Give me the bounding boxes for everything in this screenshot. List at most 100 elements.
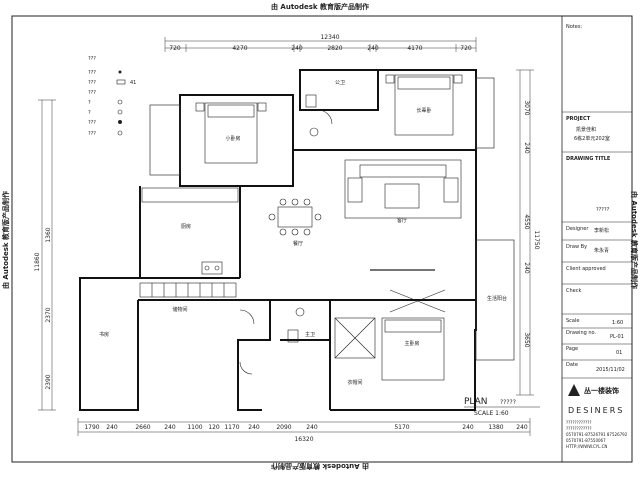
coffee-table bbox=[384, 183, 420, 209]
legend-row-4: ??? bbox=[88, 90, 96, 96]
dim-right-4: 240 bbox=[523, 262, 530, 274]
dim-right-1: 3070 bbox=[523, 100, 530, 115]
tb-drawing-no-label: Drawing no. bbox=[566, 330, 597, 336]
dim-bottom-10: 240 bbox=[306, 424, 318, 431]
kitchen-stove bbox=[201, 261, 223, 275]
dim-bottom-4: 240 bbox=[164, 424, 176, 431]
room-balcony: 生活阳台 bbox=[487, 295, 507, 302]
dim-top-4: 2820 bbox=[327, 45, 342, 52]
dining-table bbox=[277, 206, 313, 228]
top-bathroom-basin bbox=[309, 127, 319, 137]
tb-page-label: Page bbox=[566, 346, 578, 352]
top-dimensions bbox=[164, 37, 477, 52]
room-kitchen: 厨房 bbox=[181, 223, 191, 230]
watermark-top: 由 Autodesk 教育版产品制作 bbox=[271, 2, 369, 11]
dim-top-5: 240 bbox=[367, 45, 379, 52]
dim-left-2: 2370 bbox=[45, 307, 52, 322]
room-study: 书房 bbox=[99, 331, 109, 338]
door-swing bbox=[317, 109, 333, 125]
legend-lamp-icon bbox=[118, 120, 122, 124]
tb-brand: DESINERS bbox=[568, 406, 624, 415]
dim-right-3: 4550 bbox=[523, 214, 530, 229]
tb-drawing-title-label: DRAWING TITLE bbox=[566, 156, 611, 162]
dim-bottom-8: 240 bbox=[248, 424, 260, 431]
room-top-bathroom: 公卫 bbox=[335, 80, 345, 86]
tb-designer: 李新松 bbox=[594, 227, 609, 234]
legend-switch-icon bbox=[117, 99, 123, 105]
tb-drawing-no: PL-01 bbox=[610, 334, 624, 340]
tb-designer-label: Designer bbox=[566, 226, 589, 232]
legend-row-2: ??? bbox=[88, 70, 96, 76]
room-small-bedroom: 小卧房 bbox=[225, 135, 240, 142]
dim-top-3: 240 bbox=[291, 45, 303, 52]
dim-top-2: 4270 bbox=[232, 45, 247, 52]
tb-scale: 1:60 bbox=[612, 320, 623, 326]
title-block: Notes: PROJECT 凯景佳和 6栋2单元202室 DRAWING TI… bbox=[562, 24, 632, 449]
dim-bottom-11: 5170 bbox=[394, 424, 409, 431]
bottom-total-dimension: 16320 bbox=[294, 436, 313, 443]
tb-contact-3: 0570791-87526791 87526792 bbox=[566, 432, 628, 437]
legend-row-7: ??? bbox=[88, 120, 96, 126]
kitchen-counter bbox=[141, 187, 239, 203]
tb-notes: Notes: bbox=[566, 24, 582, 30]
master-bath-basin bbox=[295, 307, 305, 317]
legend-row-6: ? bbox=[88, 110, 91, 116]
dim-bottom-12: 240 bbox=[462, 424, 474, 431]
tb-page: 01 bbox=[616, 350, 622, 356]
room-labels: 小卧房 长辈卧 公卫 厨房 餐厅 客厅 储物间 书房 主卫 主卧房 衣帽间 生活… bbox=[99, 80, 507, 386]
right-total-dimension: 11750 bbox=[533, 230, 540, 249]
tb-scale-label: Scale bbox=[566, 318, 579, 324]
right-dimensions bbox=[516, 69, 534, 396]
legend-extra: 41 bbox=[130, 80, 136, 86]
living-sofa bbox=[344, 159, 462, 219]
dim-bottom-6: 120 bbox=[208, 424, 220, 431]
legend-light-icon bbox=[117, 109, 123, 115]
dim-top-7: 720 bbox=[460, 45, 472, 52]
tb-drawn-label: Draw By bbox=[566, 244, 587, 250]
tb-contact-2: ???????????? bbox=[566, 426, 591, 431]
plan-scale: SCALE 1:60 bbox=[474, 410, 509, 417]
tb-contact-4: 0570791-87550067 bbox=[566, 438, 606, 443]
balcony-bays bbox=[149, 77, 515, 361]
plan-title-marks: ????? bbox=[500, 399, 516, 406]
dim-top-1: 720 bbox=[169, 45, 181, 52]
tb-project-label: PROJECT bbox=[566, 116, 591, 122]
tb-project-unit: 6栋2单元202室 bbox=[574, 135, 610, 142]
top-segment-labels: 720 4270 240 2820 240 4170 720 bbox=[169, 45, 472, 52]
plan-label: PLAN bbox=[464, 397, 488, 407]
bottom-dimensions bbox=[77, 418, 531, 436]
legend-row-1: ??? bbox=[88, 56, 96, 62]
sheet-border bbox=[11, 15, 633, 463]
room-guest-bedroom: 长辈卧 bbox=[416, 107, 431, 114]
legend-row-3: ??? bbox=[88, 80, 96, 86]
door-swing bbox=[239, 361, 253, 375]
bottom-segment-labels: 1790 240 2660 240 1100 120 1170 240 2090… bbox=[84, 424, 528, 431]
dim-left-1: 1360 bbox=[45, 227, 52, 242]
door-swing bbox=[239, 309, 255, 325]
watermark-right: 由 Autodesk 教育版产品制作 bbox=[630, 191, 639, 289]
dim-bottom-14: 240 bbox=[516, 424, 528, 431]
company-logo-icon bbox=[568, 384, 580, 396]
tb-drawn: 朱永青 bbox=[594, 247, 609, 254]
dim-bottom-2: 240 bbox=[106, 424, 118, 431]
furniture bbox=[139, 74, 463, 381]
walls bbox=[79, 69, 477, 411]
left-total-dimension: 11860 bbox=[34, 252, 41, 271]
tb-project-name: 凯景佳和 bbox=[576, 126, 596, 133]
dim-bottom-9: 2090 bbox=[276, 424, 291, 431]
watermark-bottom: 由 Autodesk 教育版产品制作 bbox=[271, 462, 369, 471]
dim-bottom-5: 1100 bbox=[187, 424, 202, 431]
top-total-dimension: 12340 bbox=[320, 34, 339, 41]
storage-shelving bbox=[139, 282, 237, 298]
master-bedroom-bed bbox=[381, 317, 445, 381]
legend-row-5: ? bbox=[88, 100, 91, 106]
tb-date-label: Date bbox=[566, 362, 578, 368]
top-bathroom-toilet bbox=[305, 94, 317, 108]
dim-bottom-1: 1790 bbox=[84, 424, 99, 431]
room-master-bedroom: 主卧房 bbox=[404, 340, 419, 347]
dim-bottom-13: 1380 bbox=[488, 424, 503, 431]
dim-left-3: 2390 bbox=[45, 374, 52, 389]
tb-contact-1: ???????????? bbox=[566, 420, 591, 425]
room-storage: 储物间 bbox=[172, 306, 187, 313]
legend-spot-icon bbox=[117, 130, 123, 136]
